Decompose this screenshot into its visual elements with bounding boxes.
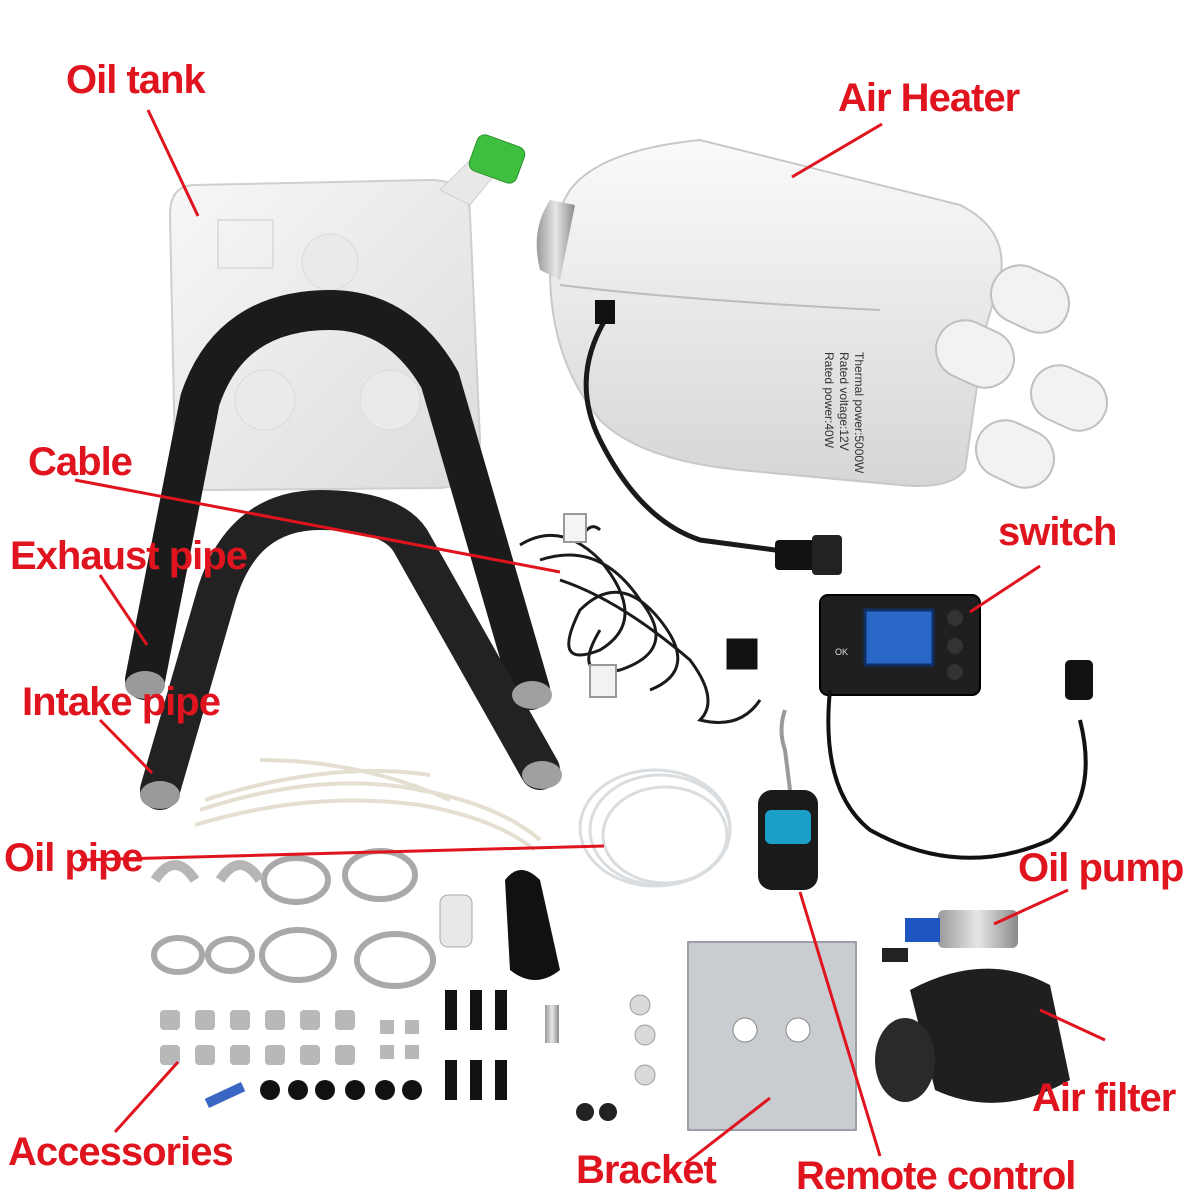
leader-air-filter xyxy=(1039,1008,1106,1042)
leader-oil-tank xyxy=(146,109,200,217)
zip-ties xyxy=(194,758,542,852)
grommets-row xyxy=(260,990,507,1100)
label-accessories: Accessories xyxy=(8,1130,234,1174)
label-bracket: Bracket xyxy=(576,1148,717,1192)
leader-lines xyxy=(74,109,1106,1165)
remote-control xyxy=(758,709,818,890)
rating-line-2: Rated voltage:12V xyxy=(837,352,851,451)
rating-line-3: Rated power:40W xyxy=(822,352,836,449)
label-oil-pipe: Oil pipe xyxy=(4,836,144,880)
oil-pump xyxy=(882,910,1018,962)
air-heater: Thermal power:5000W Rated voltage:12V Ra… xyxy=(536,138,1108,575)
label-air-heater: Air Heater xyxy=(838,76,1020,120)
rating-line-1: Thermal power:5000W xyxy=(852,352,866,474)
clamps-and-fittings xyxy=(150,848,436,989)
fuel-filter-and-holder xyxy=(439,870,560,980)
leader-intake-pipe xyxy=(98,718,154,775)
label-cable: Cable xyxy=(28,440,133,484)
label-exhaust-pipe: Exhaust pipe xyxy=(10,534,248,578)
leader-oil-pipe xyxy=(79,844,605,862)
oil-tank xyxy=(168,134,526,492)
leader-bracket xyxy=(685,1096,771,1165)
bolts-and-washers xyxy=(204,994,656,1121)
label-oil-tank: Oil tank xyxy=(66,58,206,102)
oil-pipe-coil xyxy=(578,768,732,888)
wiring-harness xyxy=(519,513,762,724)
label-intake-pipe: Intake pipe xyxy=(22,680,221,724)
mounting-bracket xyxy=(687,941,857,1131)
label-remote-control: Remote control xyxy=(796,1154,1076,1198)
heater-rating-plate: Thermal power:5000W Rated voltage:12V Ra… xyxy=(822,352,866,474)
leader-oil-pump xyxy=(993,888,1069,926)
controller-switch: OK xyxy=(819,594,1093,860)
hardware-grid xyxy=(160,1010,419,1065)
exhaust-intake-pipes xyxy=(125,289,562,810)
leader-remote-control xyxy=(798,891,882,1157)
leader-cable xyxy=(74,478,561,574)
leader-air-heater xyxy=(791,122,883,179)
air-filter xyxy=(875,968,1070,1103)
leader-switch xyxy=(969,564,1041,614)
switch-ok-label: OK xyxy=(835,647,848,657)
label-air-filter: Air filter xyxy=(1032,1076,1176,1120)
leader-accessories xyxy=(113,1060,180,1134)
label-oil-pump: Oil pump xyxy=(1018,846,1184,890)
label-switch: switch xyxy=(998,510,1117,554)
leader-exhaust-pipe xyxy=(98,574,149,646)
